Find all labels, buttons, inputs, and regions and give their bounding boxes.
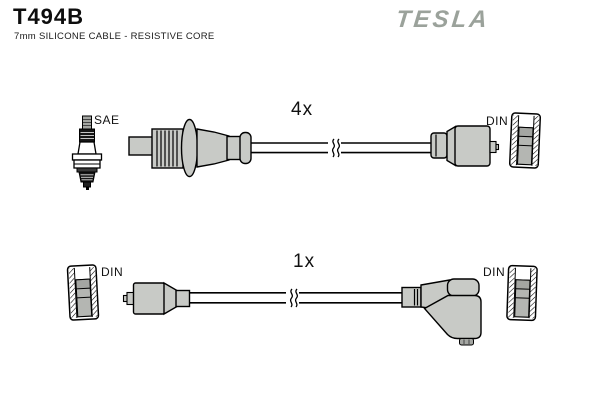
row2-angled-boot-connector (401, 278, 482, 346)
label-din-row1-right: DIN (486, 114, 509, 128)
quantity-row2: 1x (293, 251, 316, 272)
row1-din-end-connector (430, 125, 500, 167)
quantity-row1: 4x (291, 99, 314, 120)
row2-straight-boot-connector (122, 281, 191, 316)
row1-din-terminal-cutaway (508, 112, 542, 169)
row2-right-din-terminal-cutaway (506, 264, 538, 322)
label-sae-row1: SAE (94, 113, 120, 127)
cable-break-mark (289, 288, 293, 308)
cable-break-mark (331, 138, 335, 158)
row1-cable (251, 138, 431, 158)
tesla-logo: TESLA (394, 6, 492, 33)
part-number: T494B (13, 4, 85, 29)
cable-break-mark (336, 138, 340, 158)
row1-straight-boot-connector (128, 118, 252, 178)
label-din-row2-right: DIN (483, 265, 506, 279)
row2-cable (190, 288, 402, 308)
subtitle: 7mm SILICONE CABLE - RESISTIVE CORE (14, 31, 215, 42)
cable-break-mark (294, 288, 298, 308)
row1-spark-plug-figure (71, 115, 103, 190)
row2-left-din-terminal-cutaway (66, 264, 100, 321)
label-din-row2-left: DIN (101, 265, 124, 279)
